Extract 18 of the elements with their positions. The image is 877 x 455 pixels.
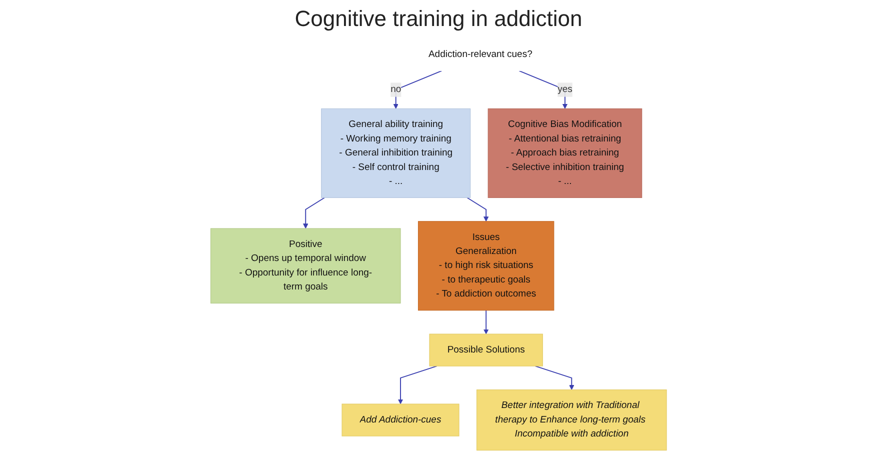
node-box: Cognitive Bias Modification - Attentional bias retraining - Approach bias retraining - Selective inhibition training - ...	[488, 108, 642, 198]
node-box: Issues Generalization - to high risk situations - to therapeutic goals - To addiction outcomes	[418, 221, 554, 311]
node-box: Possible Solutions	[429, 334, 543, 366]
node-box: Add Addiction-cues	[342, 404, 460, 436]
edge-label: no	[390, 84, 401, 94]
diagram-title: Cognitive training in addiction	[294, 6, 582, 32]
node-text: Addiction-relevant cues?	[428, 49, 532, 60]
arrow	[534, 366, 574, 390]
arrow	[398, 366, 438, 404]
edge-label: yes	[557, 84, 572, 94]
node-box: Positive - Opens up temporal window - Opportunity for influence long-term goals	[210, 228, 401, 304]
arrow	[466, 197, 489, 222]
arrow	[518, 70, 568, 109]
arrow	[483, 310, 489, 334]
node-box: General ability training - Working memory training - General inhibition training - Self control training - ...	[320, 108, 470, 198]
arrow	[302, 197, 325, 229]
arrow	[393, 70, 442, 109]
node-box: Better integration with Traditional therapy to Enhance long-term goals Incompatible with addiction	[476, 389, 667, 451]
